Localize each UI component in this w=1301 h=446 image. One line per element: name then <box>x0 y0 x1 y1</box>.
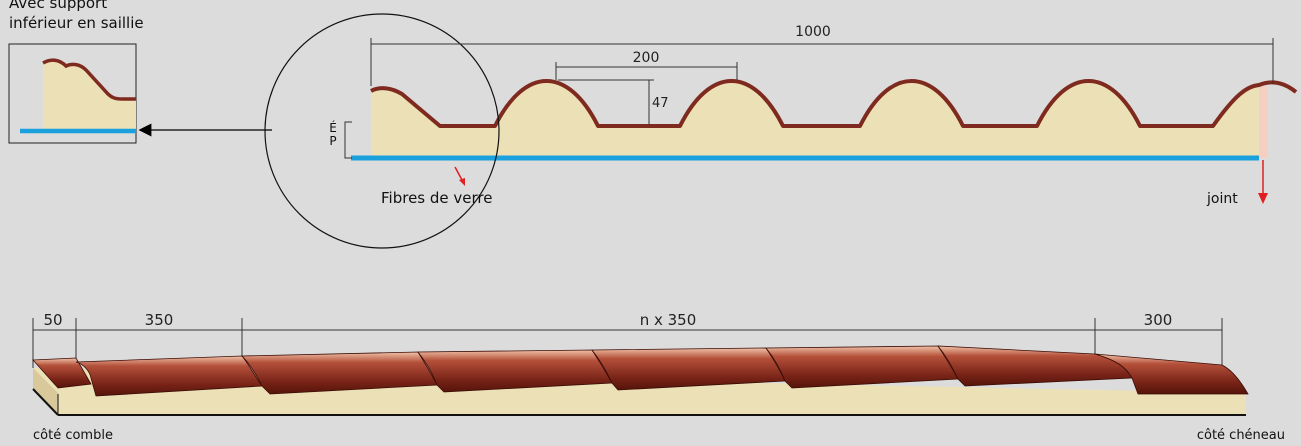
tile-strip <box>937 345 1133 387</box>
tile-strip <box>75 355 263 397</box>
joint-red-arrowhead <box>1258 193 1268 204</box>
tile-strip <box>417 349 613 393</box>
dim-thickness <box>344 121 352 159</box>
tile-strip-start <box>32 357 92 389</box>
dim-wave-pitch: 200 <box>555 50 738 80</box>
profile-section <box>351 79 1298 161</box>
profile-core <box>371 81 1259 158</box>
tile-strip <box>765 345 959 389</box>
dim-middle-rows-label: n x 350 <box>640 311 697 329</box>
right-end-label: côté chéneau <box>1196 428 1285 443</box>
inset-label-line2: inférieur en saillie <box>9 14 144 32</box>
dim-first-overhang-label: 50 <box>43 311 62 329</box>
dim-last-row-label: 300 <box>1144 311 1173 329</box>
inset-panel-core <box>43 60 136 132</box>
fibre-glass-label: Fibres de verre <box>381 189 493 207</box>
tile-strip <box>591 347 786 391</box>
profile-tile-surface <box>370 79 1298 128</box>
inset-detail <box>8 43 137 144</box>
tile-strip-end <box>1094 353 1249 395</box>
joint-label: joint <box>1207 191 1238 207</box>
dim-wave-height: 47 <box>558 79 669 125</box>
dim-wave-pitch-label: 200 <box>633 50 660 66</box>
dim-wave-height-label: 47 <box>652 96 669 111</box>
inset-tile-edge <box>42 58 136 101</box>
fibre-red-arrow <box>454 166 463 181</box>
inset-label-line1: Avec support <box>9 0 108 12</box>
magnifier-circle <box>264 13 500 249</box>
dim-first-row-label: 350 <box>145 311 174 329</box>
fibre-red-arrowhead <box>459 178 465 186</box>
inset-frame <box>8 43 137 144</box>
tile-strip <box>241 351 438 395</box>
dim-width: 1000 <box>370 24 1274 86</box>
side-view: 50 350 n x 350 300 <box>32 311 1249 416</box>
thickness-label: ÉP <box>329 121 337 148</box>
dim-width-label: 1000 <box>795 24 831 40</box>
left-end-label: côté comble <box>33 428 113 443</box>
joint-overlap <box>1259 86 1268 158</box>
